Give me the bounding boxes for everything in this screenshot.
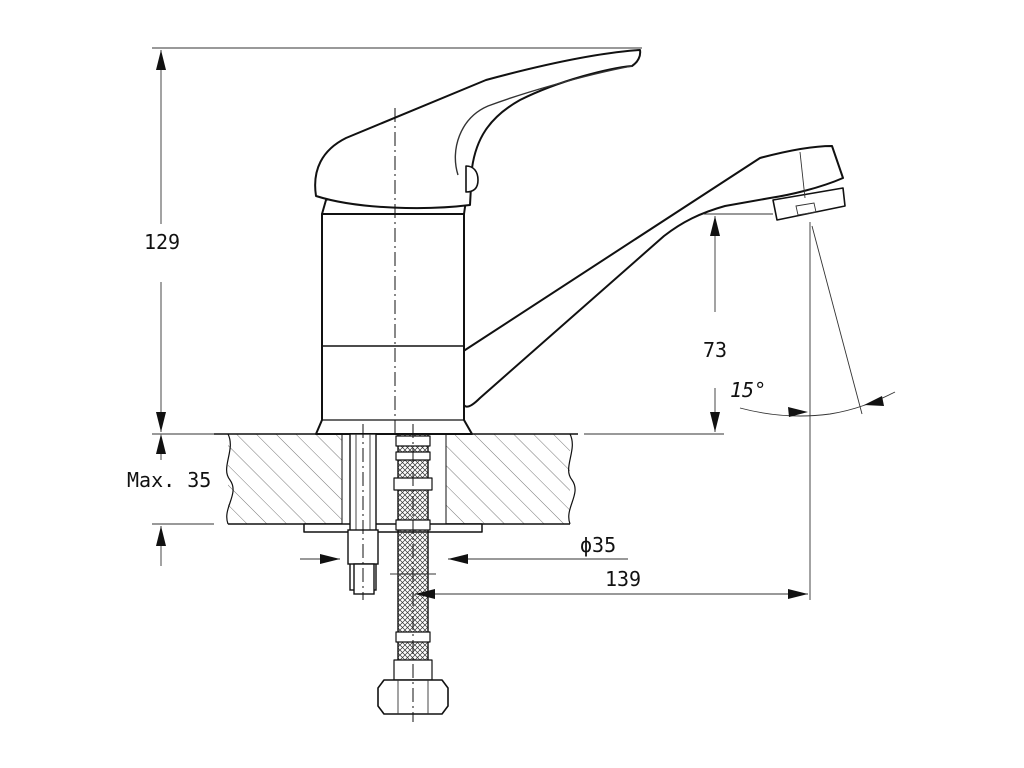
body-cylinder (315, 213, 473, 435)
dimension-label-15deg: 15° (730, 378, 766, 402)
dimension-spout-height-73: 73 (584, 213, 773, 435)
spout (461, 145, 844, 408)
dimension-label-139: 139 (605, 567, 641, 591)
dimension-thickness-max35: Max. 35 (127, 434, 214, 566)
dimension-label-73: 73 (703, 338, 727, 362)
dimension-label-max35: Max. 35 (127, 468, 211, 492)
dimension-angle-15: 15° (730, 222, 896, 600)
dimension-label-129: 129 (144, 230, 180, 254)
dimension-diameter-35: ϕ35 (300, 533, 628, 564)
dimension-height-129: 129 (144, 47, 642, 435)
faucet-body (314, 49, 846, 435)
dimension-label-phi35: ϕ35 (580, 533, 616, 557)
mounting-plate (303, 523, 483, 533)
dimension-reach-139: 139 (390, 567, 808, 599)
